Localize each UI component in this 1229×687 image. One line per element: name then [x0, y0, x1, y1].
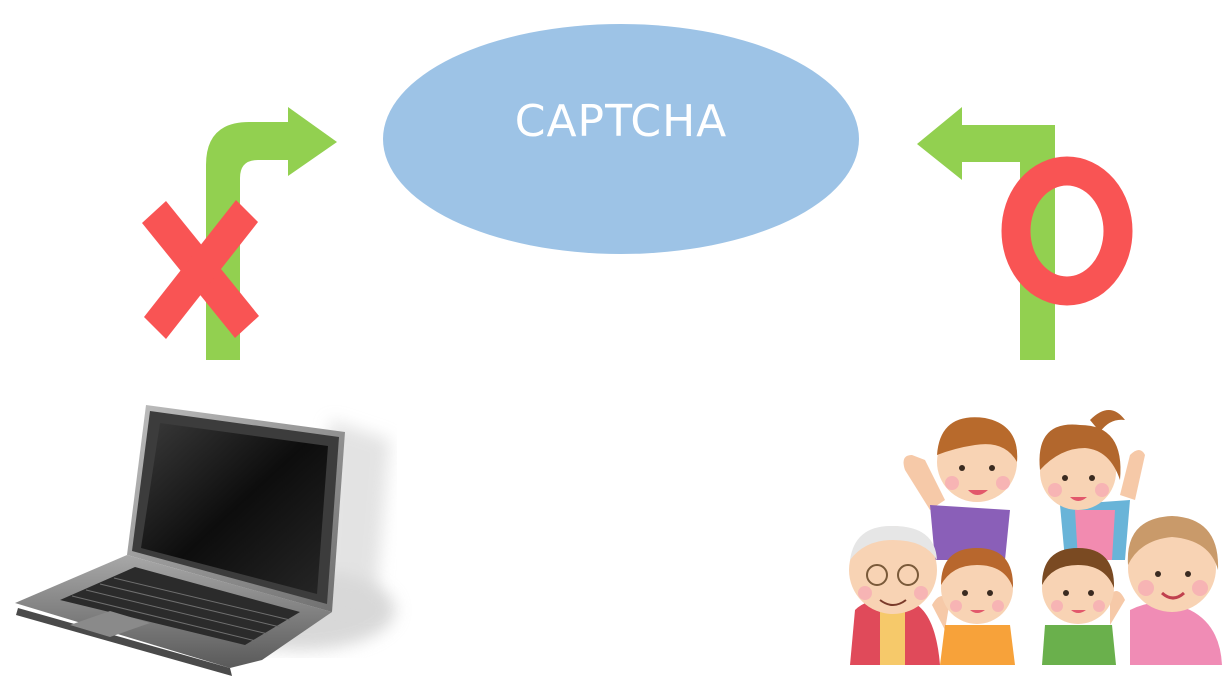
grandmother-figure [1127, 516, 1222, 665]
family-icon [849, 410, 1222, 665]
boy-figure [1042, 548, 1125, 665]
grandfather-figure [849, 525, 940, 665]
girl-figure [932, 548, 1015, 665]
captcha-label: CAPTCHA [514, 96, 728, 147]
father-figure [903, 417, 1018, 560]
x-mark-icon [142, 200, 259, 339]
mother-figure [1039, 410, 1145, 560]
right-arrow [917, 107, 1055, 360]
circle-mark-icon [1001, 156, 1133, 306]
laptop-icon [15, 405, 395, 676]
captcha-ellipse [383, 24, 859, 254]
